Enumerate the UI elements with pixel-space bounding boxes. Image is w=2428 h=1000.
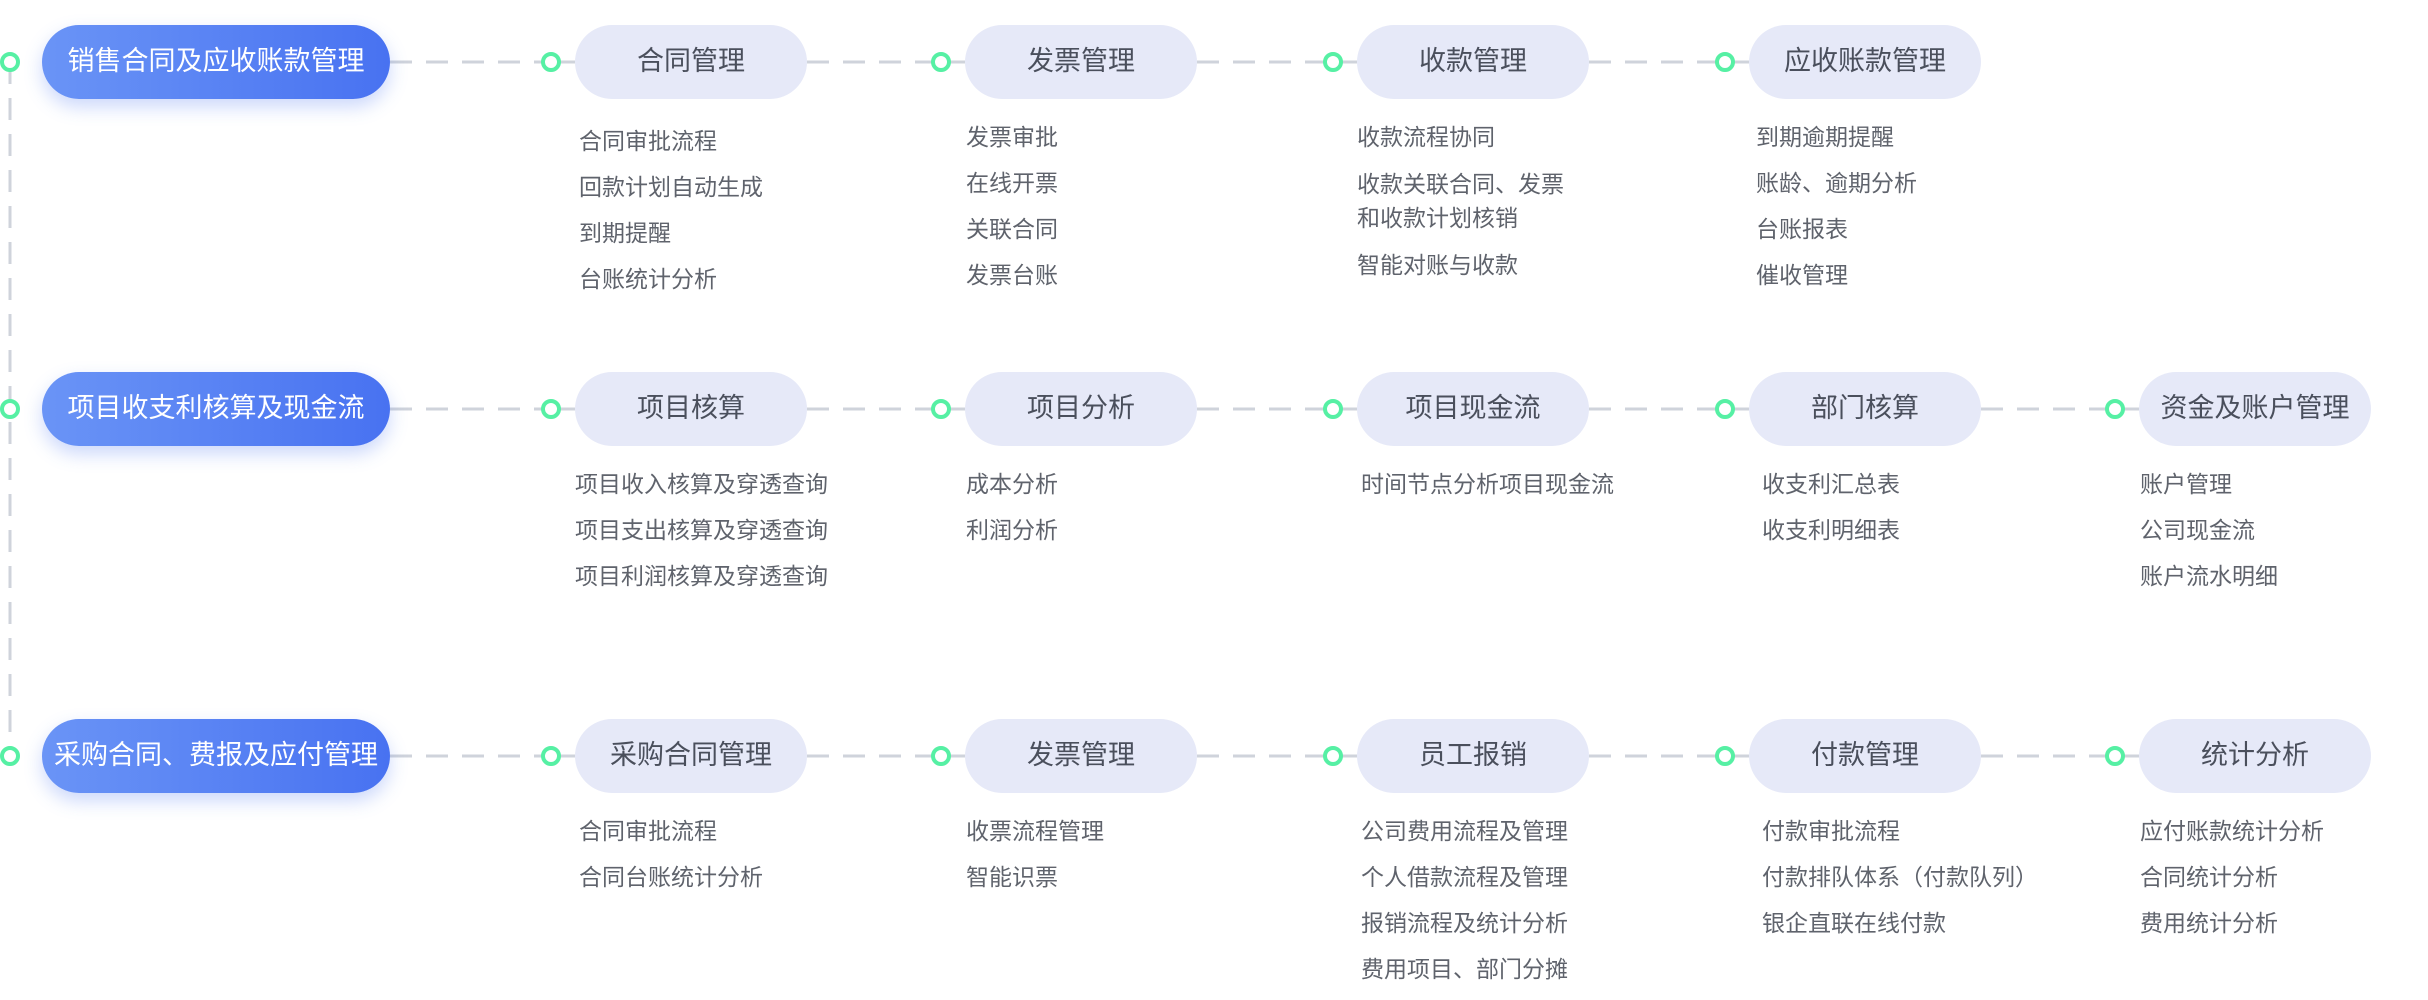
row-2-module-1-items: 项目收入核算及穿透查询 项目支出核算及穿透查询 项目利润核算及穿透查询 [575,469,828,607]
list-item: 应付账款统计分析 [2140,819,2324,845]
row-3-module-5-items: 应付账款统计分析 合同统计分析 费用统计分析 [2140,816,2324,954]
row-3-module-3-title: 员工报销 [1357,719,1589,793]
list-item: 项目收入核算及穿透查询 [575,472,828,498]
node-dot [1323,746,1343,766]
list-item: 公司现金流 [2140,518,2255,544]
list-item: 到期提醒 [579,221,671,247]
node-dot [1323,52,1343,72]
row-1-module-1-title: 合同管理 [575,25,807,99]
list-item: 关联合同 [966,217,1058,243]
node-dot [1323,399,1343,419]
row-2-module-4-title: 部门核算 [1749,372,1981,446]
row-1-module-4-title: 应收账款管理 [1749,25,1981,99]
node-dot [1715,52,1735,72]
list-item: 合同审批流程 [579,819,717,845]
row-1-module-2-items: 发票审批 在线开票 关联合同 发票台账 [966,122,1058,306]
node-dot [931,52,951,72]
list-item: 合同统计分析 [2140,865,2278,891]
list-item: 发票审批 [966,125,1058,151]
list-item: 发票台账 [966,263,1058,289]
node-dot [931,399,951,419]
node-dot [1715,746,1735,766]
list-item: 合同台账统计分析 [579,865,763,891]
row-2-module-2-title: 项目分析 [965,372,1197,446]
row-3-module-3-items: 公司费用流程及管理 个人借款流程及管理 报销流程及统计分析 费用项目、部门分摊 [1361,816,1568,1000]
row-3-module-1-title: 采购合同管理 [575,719,807,793]
list-item: 账户管理 [2140,472,2232,498]
list-item: 账户流水明细 [2140,564,2278,590]
list-item: 合同审批流程 [579,129,717,155]
row-3-module-2-title: 发票管理 [965,719,1197,793]
list-item: 项目利润核算及穿透查询 [575,564,828,590]
list-item: 收款关联合同、发票 和收款计划核销 [1357,172,1564,232]
node-dot [0,399,20,419]
list-item: 费用项目、部门分摊 [1361,957,1568,983]
connector-dots [0,52,2125,766]
node-dot [2105,746,2125,766]
list-item: 智能识票 [966,865,1058,891]
list-item: 付款排队体系（付款队列） [1762,865,2038,891]
row-1-module-3-title: 收款管理 [1357,25,1589,99]
node-dot [931,746,951,766]
list-item: 收票流程管理 [966,819,1104,845]
row-2-module-3-title: 项目现金流 [1357,372,1589,446]
list-item: 台账报表 [1756,217,1848,243]
node-dot [541,52,561,72]
node-dot [1715,399,1735,419]
row-3-module-2-items: 收票流程管理 智能识票 [966,816,1104,908]
list-item: 收支利汇总表 [1762,472,1900,498]
list-item: 银企直联在线付款 [1762,911,1946,937]
row-3-module-1-items: 合同审批流程 合同台账统计分析 [579,816,763,908]
node-dot [541,399,561,419]
connector-lines [8,60,2139,758]
row-2-module-5-items: 账户管理 公司现金流 账户流水明细 [2140,469,2278,607]
list-item: 项目支出核算及穿透查询 [575,518,828,544]
row-2-module-4-items: 收支利汇总表 收支利明细表 [1762,469,1900,561]
list-item: 付款审批流程 [1762,819,1900,845]
list-item: 回款计划自动生成 [579,175,763,201]
row-3-module-4-title: 付款管理 [1749,719,1981,793]
list-item: 收支利明细表 [1762,518,1900,544]
list-item: 个人借款流程及管理 [1361,865,1568,891]
node-dot [0,52,20,72]
list-item: 成本分析 [966,472,1058,498]
list-item: 在线开票 [966,171,1058,197]
node-dot [2105,399,2125,419]
row-2-module-2-items: 成本分析 利润分析 [966,469,1058,561]
row-3-module-4-items: 付款审批流程 付款排队体系（付款队列） 银企直联在线付款 [1762,816,2038,954]
list-item: 账龄、逾期分析 [1756,171,1917,197]
row-1-module-4-items: 到期逾期提醒 账龄、逾期分析 台账报表 催收管理 [1756,122,1917,306]
row-2-module-3-items: 时间节点分析项目现金流 [1361,469,1614,515]
list-item: 台账统计分析 [579,267,717,293]
row-1-module-2-title: 发票管理 [965,25,1197,99]
row-3-module-5-title: 统计分析 [2139,719,2371,793]
list-item: 收款流程协同 [1357,125,1495,151]
row-1-module-1-items: 合同审批流程 回款计划自动生成 到期提醒 台账统计分析 [579,126,763,310]
list-item: 公司费用流程及管理 [1361,819,1568,845]
node-dot [541,746,561,766]
row-1-module-3-items: 收款流程协同 收款关联合同、发票 和收款计划核销 智能对账与收款 [1357,122,1564,296]
list-item: 智能对账与收款 [1357,253,1518,279]
row-3-title: 采购合同、费报及应付管理 [42,719,390,793]
list-item: 时间节点分析项目现金流 [1361,472,1614,498]
row-1-title: 销售合同及应收账款管理 [42,25,390,99]
list-item: 费用统计分析 [2140,911,2278,937]
row-2-module-5-title: 资金及账户管理 [2139,372,2371,446]
row-2-title: 项目收支利核算及现金流 [42,372,390,446]
list-item: 催收管理 [1756,263,1848,289]
list-item: 利润分析 [966,518,1058,544]
list-item: 报销流程及统计分析 [1361,911,1568,937]
node-dot [0,746,20,766]
row-2-module-1-title: 项目核算 [575,372,807,446]
list-item: 到期逾期提醒 [1756,125,1894,151]
